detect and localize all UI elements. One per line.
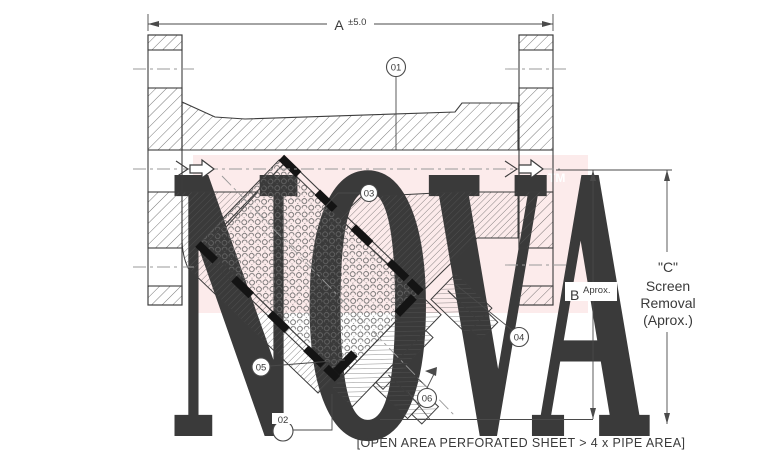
dim-c-line3: Removal [640, 295, 695, 311]
strainer-branch-assembly [195, 154, 499, 425]
branch-centerline [221, 175, 456, 417]
left-flange [147, 34, 183, 306]
watermark-tm: TM [548, 171, 565, 185]
balloon-03: 03 [319, 183, 379, 213]
balloon-06: 06 [416, 367, 438, 409]
balloon-03-label: 03 [364, 189, 375, 200]
balloon-04-label: 04 [514, 333, 525, 344]
dim-c-line1: "C" [658, 259, 678, 275]
dimension-a: A ±5.0 [147, 13, 554, 33]
cap-gasket-bottom [333, 350, 358, 376]
perforated-screen [199, 159, 421, 379]
dim-c-line2: Screen [646, 278, 690, 294]
dim-c-line4: (Aprox.) [643, 312, 693, 328]
dimension-c: "C" Screen Removal (Aprox.) [640, 170, 696, 424]
balloon-05: 05 [251, 357, 346, 377]
body-right-branch-wall [338, 191, 519, 295]
screen-seal-strips [195, 154, 424, 382]
dim-b-approx: Aprox. [583, 285, 610, 296]
dim-a-letter: A [334, 17, 344, 33]
balloon-01-label: 01 [391, 63, 402, 74]
flow-arrow-outlet [504, 158, 544, 180]
centerlines [133, 68, 568, 417]
dim-b-letter: B [570, 287, 579, 303]
side-plug-tip [470, 311, 499, 341]
open-area-note: [OPEN AREA PERFORATED SHEET > 4 x PIPE A… [357, 436, 686, 450]
flow-arrow-inlet [175, 158, 215, 180]
right-flange [518, 34, 554, 306]
balloon-04: 04 [454, 283, 530, 348]
dimension-b: B Aprox. [380, 169, 672, 420]
balloon-06-label: 06 [422, 394, 433, 405]
balloon-02: 02 [272, 394, 333, 442]
cap-gasket-top [394, 294, 417, 317]
pipe-top-wall [181, 101, 519, 151]
balloon-02-label: 02 [278, 415, 289, 426]
balloon-05-label: 05 [256, 363, 267, 374]
balloon-01: 01 [385, 56, 407, 150]
dim-a-tolerance: ±5.0 [348, 17, 366, 28]
